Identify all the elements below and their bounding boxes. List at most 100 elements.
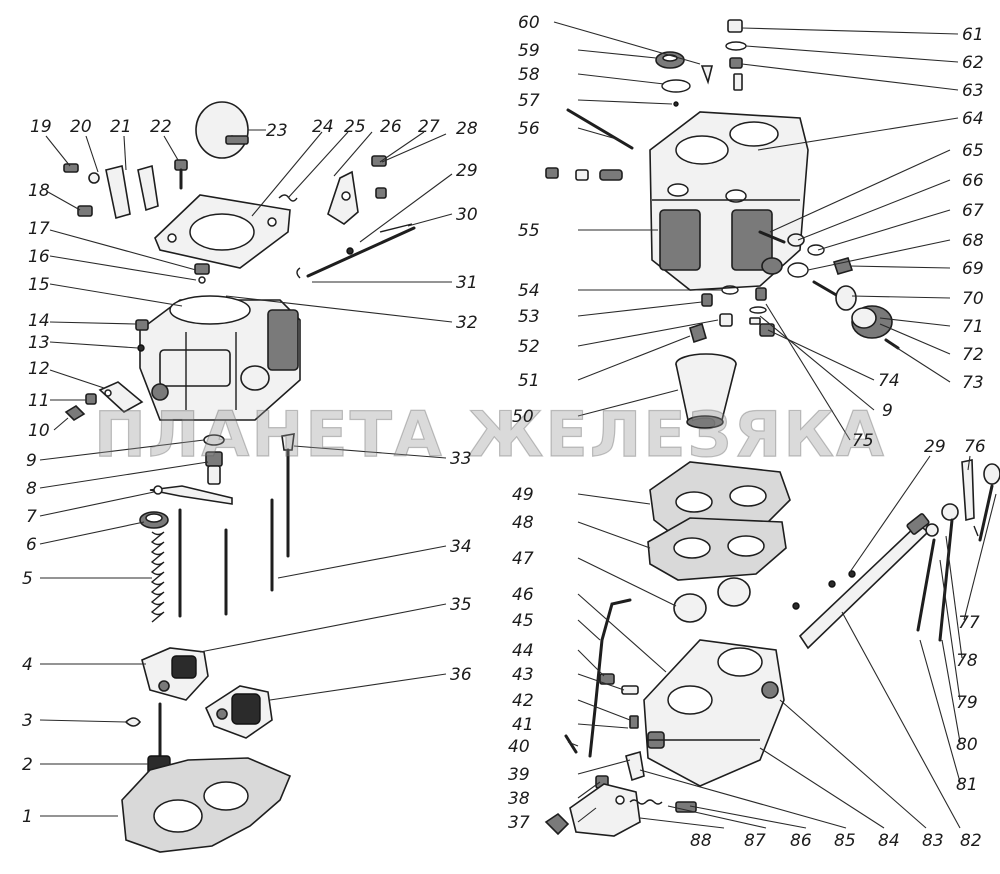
callout-84: 84 bbox=[878, 831, 900, 851]
part-47-discs bbox=[673, 577, 751, 623]
callout-19: 19 bbox=[30, 117, 52, 137]
callout-82: 82 bbox=[960, 831, 982, 851]
callout-45: 45 bbox=[512, 611, 534, 631]
callout-29b: 29 bbox=[924, 437, 946, 457]
callout-71: 71 bbox=[962, 317, 984, 337]
callout-6: 6 bbox=[26, 535, 37, 555]
callout-16: 16 bbox=[28, 247, 50, 267]
part-3-clip bbox=[125, 717, 142, 727]
callout-32: 32 bbox=[456, 313, 478, 333]
callout-46: 46 bbox=[512, 585, 534, 605]
callout-4: 4 bbox=[22, 655, 33, 675]
callout-60: 60 bbox=[518, 13, 540, 33]
callout-88: 88 bbox=[690, 831, 712, 851]
small-parts-10-14 bbox=[64, 319, 149, 422]
callout-49: 49 bbox=[512, 485, 534, 505]
callout-66: 66 bbox=[962, 171, 984, 191]
small-parts-25-28 bbox=[278, 155, 387, 225]
callout-47: 47 bbox=[512, 549, 534, 569]
callout-52: 52 bbox=[518, 337, 540, 357]
callout-58: 58 bbox=[518, 65, 540, 85]
part-50-venturi bbox=[675, 353, 737, 429]
callout-12: 12 bbox=[28, 359, 50, 379]
callout-53: 53 bbox=[518, 307, 540, 327]
callout-77: 77 bbox=[958, 613, 980, 633]
callout-87: 87 bbox=[744, 831, 766, 851]
callout-83: 83 bbox=[922, 831, 944, 851]
part-35-pump-body bbox=[141, 647, 209, 701]
callout-41: 41 bbox=[512, 715, 534, 735]
callout-56: 56 bbox=[518, 119, 540, 139]
fittings-left-of-55 bbox=[545, 167, 623, 181]
callout-65: 65 bbox=[962, 141, 984, 161]
callout-63: 63 bbox=[962, 81, 984, 101]
part-55-main-body bbox=[649, 111, 809, 291]
callout-28: 28 bbox=[456, 119, 478, 139]
callout-86: 86 bbox=[790, 831, 812, 851]
callout-9b: 9 bbox=[882, 401, 893, 421]
callout-43: 43 bbox=[512, 665, 534, 685]
callout-36: 36 bbox=[450, 665, 472, 685]
parts-6-7 bbox=[139, 485, 233, 529]
part-15-carburetor-body bbox=[139, 295, 301, 421]
callout-42: 42 bbox=[512, 691, 534, 711]
callout-40: 40 bbox=[508, 737, 530, 757]
part-5-spring bbox=[150, 508, 228, 623]
callout-62: 62 bbox=[962, 53, 984, 73]
parts-57-59 bbox=[655, 51, 691, 107]
callout-31: 31 bbox=[456, 273, 478, 293]
callout-30: 30 bbox=[456, 205, 478, 225]
callout-11: 11 bbox=[28, 391, 50, 411]
callout-59: 59 bbox=[518, 41, 540, 61]
rod-29-31 bbox=[296, 223, 416, 279]
callout-15: 15 bbox=[28, 275, 50, 295]
callout-69: 69 bbox=[962, 259, 984, 279]
callout-54: 54 bbox=[518, 281, 540, 301]
parts-76-81-levers bbox=[916, 459, 1000, 642]
part-36-unit bbox=[204, 685, 273, 739]
part-1-gasket bbox=[121, 757, 292, 853]
callout-27: 27 bbox=[418, 117, 440, 137]
callout-50: 50 bbox=[512, 407, 534, 427]
callout-5: 5 bbox=[22, 569, 33, 589]
part-23-throttle-disc bbox=[195, 101, 249, 159]
part-84-throttle-body bbox=[643, 639, 785, 787]
small-parts-19-22 bbox=[63, 159, 188, 220]
callout-3: 3 bbox=[22, 711, 33, 731]
callout-39: 39 bbox=[508, 765, 530, 785]
callout-17: 17 bbox=[28, 219, 50, 239]
callout-68: 68 bbox=[962, 231, 984, 251]
callout-14: 14 bbox=[28, 311, 50, 331]
callout-24: 24 bbox=[312, 117, 334, 137]
callout-20: 20 bbox=[70, 117, 92, 137]
callout-55: 55 bbox=[518, 221, 540, 241]
callout-72: 72 bbox=[962, 345, 984, 365]
part-46-rod bbox=[588, 598, 632, 758]
callout-81: 81 bbox=[956, 775, 978, 795]
part-17-screw bbox=[194, 263, 210, 284]
callout-34: 34 bbox=[450, 537, 472, 557]
right-assembly bbox=[544, 19, 1000, 837]
callout-35: 35 bbox=[450, 595, 472, 615]
parts-8-9 bbox=[203, 434, 225, 485]
part-82-shaft bbox=[792, 513, 930, 650]
callout-80: 80 bbox=[956, 735, 978, 755]
callout-7: 7 bbox=[26, 507, 37, 527]
callout-18: 18 bbox=[28, 181, 50, 201]
callout-78: 78 bbox=[956, 651, 978, 671]
callout-37: 37 bbox=[508, 813, 530, 833]
callout-85: 85 bbox=[834, 831, 856, 851]
parts-33-34-rods bbox=[270, 433, 295, 592]
callout-9: 9 bbox=[26, 451, 37, 471]
callout-23: 23 bbox=[266, 121, 288, 141]
callout-51: 51 bbox=[518, 371, 540, 391]
callout-73: 73 bbox=[962, 373, 984, 393]
callout-8: 8 bbox=[26, 479, 37, 499]
callout-numbers: 1 2 3 4 5 6 7 8 9 10 11 12 13 14 15 16 1… bbox=[22, 13, 986, 851]
parts-56-60 bbox=[566, 65, 714, 150]
callout-38: 38 bbox=[508, 789, 530, 809]
parts-51-54-74-75 bbox=[689, 285, 775, 344]
callout-29: 29 bbox=[456, 161, 478, 181]
parts-86-88 bbox=[544, 783, 697, 837]
